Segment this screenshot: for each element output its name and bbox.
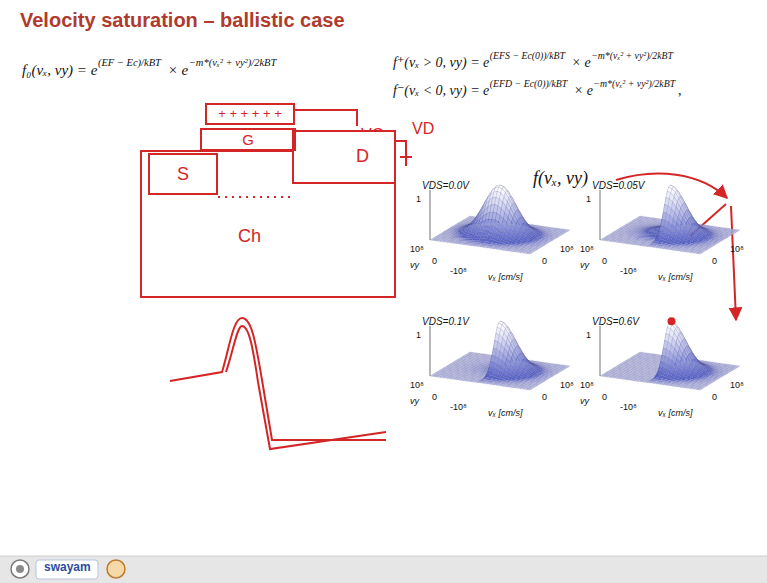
distribution-surface	[430, 321, 570, 390]
z-axis	[600, 190, 601, 240]
logo-icon	[107, 560, 125, 578]
logo-icon	[16, 565, 24, 573]
drain-wire	[396, 141, 406, 166]
gate-wire	[295, 110, 357, 126]
logo-frame	[36, 560, 98, 579]
annotation-arrow	[731, 206, 736, 320]
distribution-surface	[600, 185, 740, 254]
drain-wire	[400, 156, 412, 158]
annotation-stroke	[690, 204, 726, 236]
z-axis	[430, 190, 431, 240]
surface-facet	[697, 253, 702, 254]
footer-rule	[0, 556, 767, 557]
energy-curve	[226, 326, 386, 449]
footer-bar	[0, 556, 767, 583]
energy-curve	[170, 318, 386, 440]
channel-dots	[218, 196, 290, 198]
surface-facet	[527, 253, 532, 254]
distribution-surface	[430, 185, 570, 254]
logo-icon	[11, 560, 29, 578]
